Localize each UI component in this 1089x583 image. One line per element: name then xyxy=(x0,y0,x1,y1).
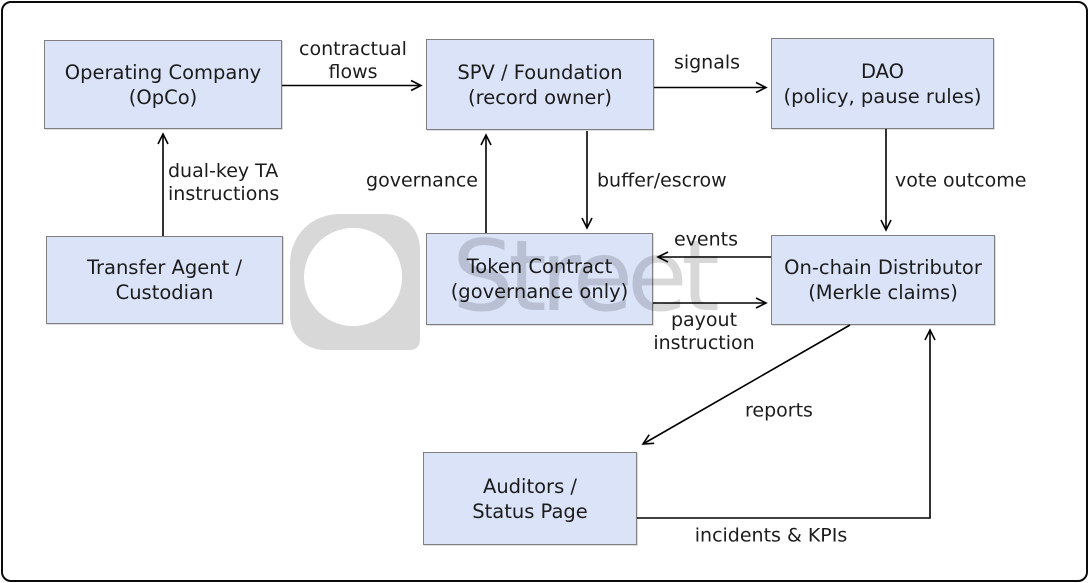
node-token-contract: Token Contract (governance only) xyxy=(426,233,653,325)
node-spv: SPV / Foundation (record owner) xyxy=(426,39,654,130)
node-distributor: On-chain Distributor (Merkle claims) xyxy=(771,235,995,325)
edge-label-vote-outcome: vote outcome xyxy=(895,169,1027,192)
edge-label-dual-key: dual-key TA instructions xyxy=(168,160,279,206)
node-spv-line2: (record owner) xyxy=(468,85,612,109)
edge-label-contractual-flows-line1: contractual xyxy=(299,38,407,60)
node-dao-line2: (policy, pause rules) xyxy=(783,84,982,108)
node-transfer-agent: Transfer Agent / Custodian xyxy=(46,236,283,324)
edge-label-payout-instruction: payout instruction xyxy=(653,309,754,355)
node-opco: Operating Company (OpCo) xyxy=(44,40,282,129)
node-distributor-line1: On-chain Distributor xyxy=(784,256,982,279)
node-token-contract-line2: (governance only) xyxy=(450,280,629,303)
edge-label-reports: reports xyxy=(745,399,813,422)
edge-label-payout-line2: instruction xyxy=(653,332,755,354)
edge-label-payout-line1: payout xyxy=(670,309,738,331)
edge-label-contractual-flows-line2: flows xyxy=(328,61,378,83)
node-dao-line1: DAO xyxy=(860,59,905,83)
node-distributor-line2: (Merkle claims) xyxy=(808,281,958,304)
arrow-incidents-kpis xyxy=(637,328,936,519)
edge-label-governance: governance xyxy=(366,169,478,192)
node-auditors-line1: Auditors / xyxy=(482,474,577,498)
edge-label-dual-key-line2: instructions xyxy=(168,183,280,205)
node-auditors: Auditors / Status Page xyxy=(423,452,637,545)
node-token-contract-line1: Token Contract xyxy=(466,255,613,278)
node-auditors-line2: Status Page xyxy=(472,499,588,523)
edge-label-contractual-flows: contractual flows xyxy=(299,38,407,84)
node-spv-line1: SPV / Foundation xyxy=(457,60,623,84)
node-opco-line1: Operating Company xyxy=(64,60,262,84)
node-dao: DAO (policy, pause rules) xyxy=(771,38,994,129)
edge-label-signals: signals xyxy=(673,51,741,74)
node-opco-line2: (OpCo) xyxy=(128,85,198,109)
edge-label-events: events xyxy=(673,228,739,251)
watermark-logo-icon xyxy=(290,214,420,350)
node-transfer-agent-line1: Transfer Agent / xyxy=(86,256,243,279)
edge-label-buffer-escrow: buffer/escrow xyxy=(597,169,727,192)
node-transfer-agent-line2: Custodian xyxy=(115,281,214,304)
edge-label-dual-key-line1: dual-key TA xyxy=(168,160,279,182)
edge-label-incidents-kpis: incidents & KPIs xyxy=(694,524,848,547)
